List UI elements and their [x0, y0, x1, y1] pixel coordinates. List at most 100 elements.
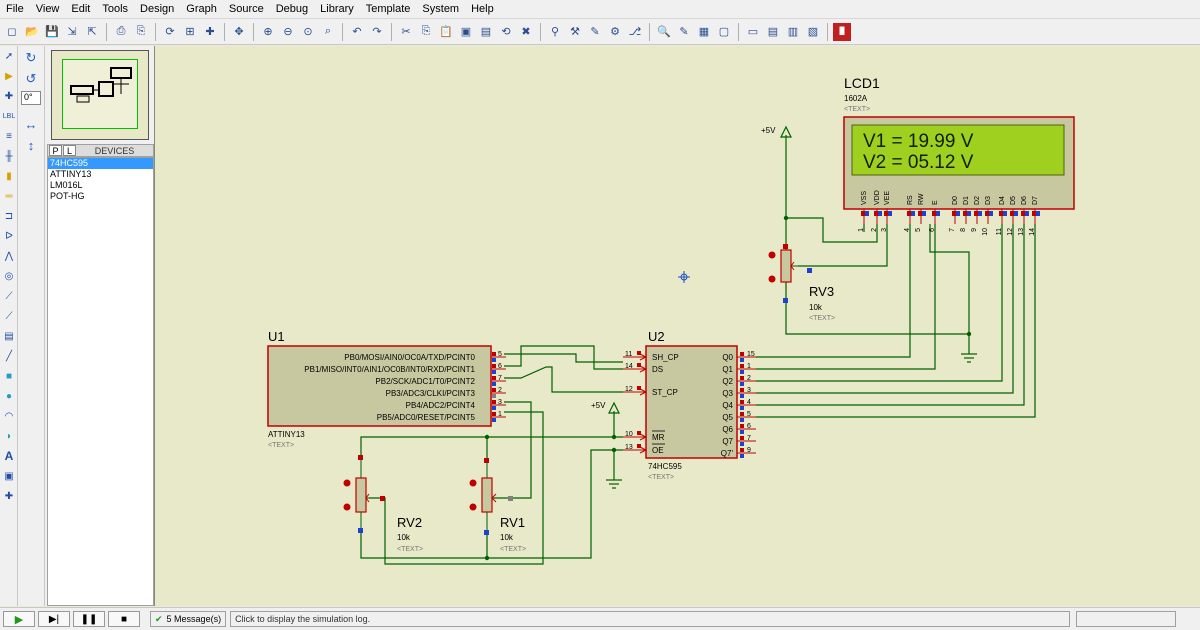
- new-sheet-icon[interactable]: ▢: [718, 26, 730, 38]
- menu-file[interactable]: File: [6, 2, 24, 15]
- terminal-icon[interactable]: ═: [5, 190, 13, 202]
- bus-icon[interactable]: ╫: [5, 150, 13, 162]
- cut-icon[interactable]: ✂: [401, 26, 411, 38]
- text-script-icon[interactable]: ≡: [6, 130, 12, 142]
- menu-tools[interactable]: Tools: [102, 2, 129, 15]
- symbol-icon[interactable]: ▣: [4, 470, 14, 482]
- rotation-input[interactable]: 0°: [21, 91, 41, 105]
- play-button[interactable]: ▶: [3, 611, 35, 627]
- device-item[interactable]: ATTINY13: [50, 169, 92, 179]
- new-icon[interactable]: ◻: [7, 26, 17, 38]
- subcircuit-icon[interactable]: ▮: [6, 170, 12, 182]
- box-icon[interactable]: ■: [5, 370, 13, 382]
- redo-icon[interactable]: ↷: [372, 26, 382, 38]
- line-icon[interactable]: ╱: [5, 350, 13, 362]
- ground-u2[interactable]: [606, 479, 622, 489]
- rv2-potentiometer[interactable]: RV2 10k <TEXT>: [343, 455, 424, 553]
- open-icon[interactable]: 📂: [25, 26, 39, 38]
- block-move-icon[interactable]: ▤: [480, 26, 492, 38]
- pan-icon[interactable]: ✥: [234, 26, 244, 38]
- zoom-area-icon[interactable]: ⌕: [324, 25, 332, 37]
- overview-window[interactable]: [51, 50, 149, 140]
- print-icon[interactable]: ⎙: [116, 25, 126, 37]
- printer-setup-icon[interactable]: ⎘: [136, 25, 146, 37]
- save-icon[interactable]: 💾: [45, 26, 59, 38]
- menu-system[interactable]: System: [422, 2, 460, 15]
- paste-icon[interactable]: 📋: [439, 26, 453, 38]
- block-delete-icon[interactable]: ✖: [521, 26, 531, 38]
- electrical-rule-check-icon[interactable]: ▧: [807, 26, 819, 38]
- bill-of-materials-icon[interactable]: ▤: [767, 26, 779, 38]
- ground-lcd[interactable]: [961, 353, 977, 363]
- search-icon[interactable]: 🔍: [657, 26, 671, 38]
- mirror-y-icon[interactable]: ↕: [27, 137, 35, 153]
- text-icon[interactable]: A: [4, 449, 14, 463]
- property-tool-icon[interactable]: ✎: [679, 26, 689, 38]
- pick-devices-button[interactable]: P: [49, 145, 62, 156]
- copy-icon[interactable]: ⎘: [421, 25, 431, 37]
- grid-icon[interactable]: ⊞: [185, 26, 195, 38]
- device-item[interactable]: LM016L: [50, 180, 83, 190]
- export-icon[interactable]: ⇱: [87, 26, 97, 38]
- device-pin-icon[interactable]: ⊐: [4, 210, 14, 222]
- arc-icon[interactable]: ◠: [4, 410, 14, 422]
- power-terminal-lcd[interactable]: +5V: [761, 125, 792, 140]
- rv1-potentiometer[interactable]: RV1 10k <TEXT>: [469, 458, 527, 553]
- generator-icon[interactable]: ◎: [4, 270, 14, 282]
- menu-view[interactable]: View: [35, 2, 60, 15]
- voltage-probe-icon[interactable]: ⟋: [5, 290, 13, 302]
- tape-recorder-icon[interactable]: ⋀: [4, 250, 14, 262]
- menu-library[interactable]: Library: [320, 2, 354, 15]
- lcd-component[interactable]: V1 = 19.99 V V2 = 05.12 V LCD1 1602A <TE…: [843, 75, 1075, 236]
- rotate-anticlockwise-icon[interactable]: ↺: [25, 71, 37, 86]
- menu-design[interactable]: Design: [140, 2, 175, 15]
- menu-debug[interactable]: Debug: [275, 2, 309, 15]
- graph-icon[interactable]: ᐅ: [5, 230, 13, 242]
- marker-icon[interactable]: ✚: [4, 490, 14, 502]
- menu-template[interactable]: Template: [365, 2, 411, 15]
- ares-icon[interactable]: █: [833, 22, 851, 41]
- design-explorer-icon[interactable]: ▦: [698, 26, 710, 38]
- menu-source[interactable]: Source: [228, 2, 264, 15]
- junction-dot-icon[interactable]: ✚: [4, 90, 14, 102]
- u1-attiny13[interactable]: U1 ATTINY13 <TEXT> PB0/MOSI/AIN0/OC0A/TX…: [267, 329, 506, 449]
- u2-74hc595[interactable]: U2 74HC595 <TEXT> SH_CP11DS14ST_CP12MR10…: [623, 329, 756, 481]
- zoom-all-icon[interactable]: ⊙: [303, 26, 313, 38]
- zoom-out-icon[interactable]: ⊖: [283, 26, 293, 38]
- pick-device-icon[interactable]: ⚲: [550, 26, 560, 38]
- zoom-in-icon[interactable]: ⊕: [263, 26, 273, 38]
- wire-autorouter-icon[interactable]: ⎇: [628, 26, 642, 38]
- remove-sheet-icon[interactable]: ▭: [747, 26, 759, 38]
- component-mode-icon[interactable]: ▶: [5, 70, 13, 82]
- current-probe-icon[interactable]: ⟋: [5, 310, 13, 322]
- menu-help[interactable]: Help: [471, 2, 494, 15]
- schematic-canvas[interactable]: V1 = 19.99 V V2 = 05.12 V LCD1 1602A <TE…: [154, 46, 1200, 606]
- netlist-icon[interactable]: ▥: [787, 26, 799, 38]
- selection-mode-icon[interactable]: ➚: [4, 50, 14, 62]
- menu-edit[interactable]: Edit: [71, 2, 91, 15]
- wire-label-icon[interactable]: LBL: [2, 112, 16, 120]
- messages-indicator[interactable]: ✔ 5 Message(s): [150, 611, 227, 627]
- power-terminal-u2[interactable]: +5V: [591, 401, 620, 414]
- make-device-icon[interactable]: ⚒: [570, 26, 580, 38]
- circle-icon[interactable]: ●: [5, 390, 13, 402]
- menu-graph[interactable]: Graph: [186, 2, 217, 15]
- decompose-icon[interactable]: ⚙: [610, 26, 620, 38]
- simulation-log-link[interactable]: Click to display the simulation log.: [230, 611, 1071, 627]
- step-button[interactable]: ▶|: [38, 611, 70, 627]
- rv3-potentiometer[interactable]: RV3 10k <TEXT>: [768, 244, 836, 322]
- stop-button[interactable]: ■: [108, 611, 140, 627]
- block-rotate-icon[interactable]: ⟲: [501, 26, 511, 38]
- mirror-x-icon[interactable]: ↔: [24, 116, 38, 132]
- path-icon[interactable]: ◗: [5, 430, 13, 442]
- undo-icon[interactable]: ↶: [352, 26, 362, 38]
- device-item[interactable]: POT-HG: [50, 191, 85, 201]
- device-item[interactable]: 74HC595: [48, 158, 153, 169]
- rotate-clockwise-icon[interactable]: ↻: [25, 50, 37, 65]
- block-copy-icon[interactable]: ▣: [460, 26, 472, 38]
- refresh-icon[interactable]: ⟳: [165, 26, 175, 38]
- origin-icon[interactable]: ✚: [205, 26, 215, 38]
- package-tool-icon[interactable]: ✎: [590, 26, 600, 38]
- virtual-instrument-icon[interactable]: ▤: [4, 330, 14, 342]
